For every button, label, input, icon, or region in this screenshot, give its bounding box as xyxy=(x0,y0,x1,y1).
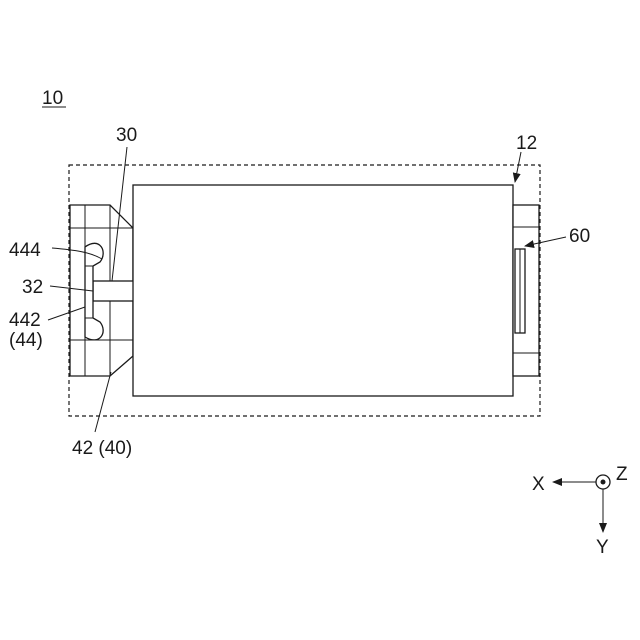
z-axis-dot xyxy=(601,480,606,485)
label-442: 442 xyxy=(9,310,41,331)
label-32: 32 xyxy=(22,277,43,298)
x-axis-label: X xyxy=(532,474,545,495)
main-body xyxy=(133,185,513,396)
leader-42 xyxy=(95,372,111,432)
y-axis-label: Y xyxy=(596,537,609,558)
label-44: (44) xyxy=(9,330,43,351)
label-30: 30 xyxy=(116,125,137,146)
label-60: 60 xyxy=(569,226,590,247)
right-end-assembly xyxy=(513,205,539,376)
shaft-part-32 xyxy=(93,281,135,301)
leader-12-arrow xyxy=(515,152,521,182)
label-12: 12 xyxy=(516,133,537,154)
axes-indicator: X Z Y xyxy=(532,464,628,558)
figure-ref-label: 10 xyxy=(42,88,63,109)
figure-reference: 10 xyxy=(42,88,66,109)
label-42-40: 42 (40) xyxy=(72,438,132,459)
z-axis-label: Z xyxy=(616,464,628,485)
label-444: 444 xyxy=(9,240,41,261)
